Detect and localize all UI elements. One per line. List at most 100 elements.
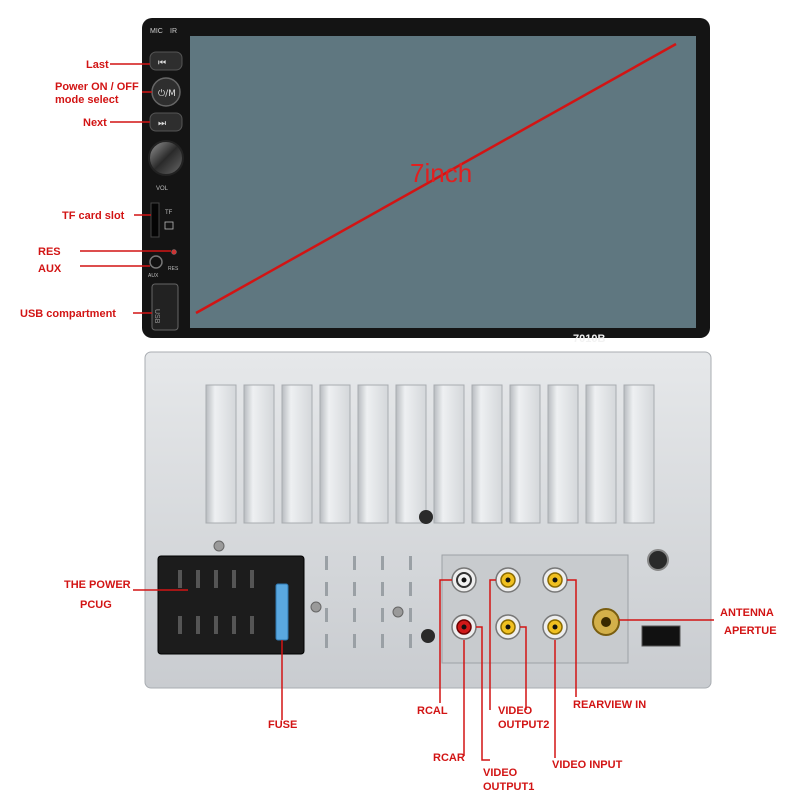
video-output2-jack[interactable]: [495, 567, 521, 593]
plug-pin: [250, 570, 254, 588]
heatsink-fin: [205, 384, 237, 524]
mount-hole: [421, 629, 435, 643]
fuse[interactable]: [275, 583, 289, 641]
rcal-callout: RCAL: [417, 705, 448, 717]
rearview-in-jack[interactable]: [542, 567, 568, 593]
tf-card-slot[interactable]: [150, 202, 160, 238]
aux-jack[interactable]: [149, 255, 163, 269]
screen-diagonal-line: [195, 42, 677, 315]
plug-pin: [178, 616, 182, 634]
volume-knob[interactable]: [148, 140, 184, 176]
power-plug-connector[interactable]: [157, 555, 305, 655]
usb-port-label: USB: [153, 309, 160, 324]
vent-pattern: [325, 556, 412, 648]
screw: [392, 606, 404, 618]
vent-slot: [409, 582, 412, 596]
ir-label: IR: [170, 28, 177, 35]
vent-slot: [353, 634, 356, 648]
plug-pin: [196, 616, 200, 634]
callout-labels: Last Power ON / OFF mode select Next TF …: [20, 59, 777, 793]
plug-pin: [232, 570, 236, 588]
screw: [310, 601, 322, 613]
vent-slot: [353, 608, 356, 622]
res-button[interactable]: [171, 249, 177, 255]
vent-slot: [409, 608, 412, 622]
heatsink-fin: [547, 384, 579, 524]
vent-slot: [353, 582, 356, 596]
power-plug-callout-line2: PCUG: [80, 599, 112, 611]
plug-pin: [214, 570, 218, 588]
power-icon: ⏻/M: [158, 88, 176, 99]
power-plug-callout-line1: THE POWER: [64, 579, 131, 591]
plug-pin: [196, 570, 200, 588]
tf-label: TF: [165, 210, 173, 216]
mount-hole: [647, 549, 669, 571]
heatsink-fin: [471, 384, 503, 524]
model-label: 7010B: [573, 333, 605, 345]
res-port-label: RES: [168, 266, 179, 272]
plug-pin: [214, 616, 218, 634]
aux-port-label: AUX: [148, 273, 159, 279]
usb-port[interactable]: [151, 283, 179, 331]
mic-label: MIC: [150, 28, 163, 35]
heatsink-fin: [433, 384, 465, 524]
video-output1-callout-line1: VIDEO: [483, 767, 518, 779]
rear-unit: [144, 351, 712, 689]
video-output1-callout-line2: OUTPUT1: [483, 781, 534, 793]
heatsink-fins: [205, 384, 655, 524]
antenna-callout-line1: ANTENNA: [720, 607, 774, 619]
rearview-in-callout: REARVIEW IN: [573, 699, 646, 711]
last-button[interactable]: [149, 51, 183, 71]
heatsink-fin: [585, 384, 617, 524]
vent-slot: [381, 582, 384, 596]
video-input-callout: VIDEO INPUT: [552, 759, 623, 771]
heatsink-fin: [357, 384, 389, 524]
antenna-jack-center: [601, 617, 611, 627]
plug-pin: [232, 616, 236, 634]
vent-slot: [381, 556, 384, 570]
screw: [213, 540, 225, 552]
next-callout: Next: [83, 117, 107, 129]
vent-slot: [381, 634, 384, 648]
video-input-jack[interactable]: [542, 614, 568, 640]
heatsink-fin: [281, 384, 313, 524]
last-callout: Last: [86, 59, 109, 71]
last-icon: ⏮: [158, 58, 166, 68]
antenna-callout-line2: APERTUE: [724, 625, 777, 637]
fuse-callout: FUSE: [268, 719, 297, 731]
mount-hole: [419, 510, 433, 524]
callout-lines: [80, 63, 714, 761]
video-output1-jack[interactable]: [495, 614, 521, 640]
heatsink-fin: [319, 384, 351, 524]
video-output2-callout-line2: OUTPUT2: [498, 719, 549, 731]
heatsink-fin: [509, 384, 541, 524]
rcar-callout: RCAR: [433, 752, 465, 764]
vent-slot: [409, 634, 412, 648]
tf-slot-callout: TF card slot: [62, 210, 125, 222]
res-callout: RES: [38, 246, 61, 258]
rcal-jack[interactable]: [451, 567, 477, 593]
aux-callout: AUX: [38, 263, 62, 275]
plug-pin: [178, 570, 182, 588]
vent-slot: [325, 634, 328, 648]
heatsink-fin: [623, 384, 655, 524]
vol-label: VOL: [156, 186, 169, 192]
vent-slot: [409, 556, 412, 570]
power-callout-line1: Power ON / OFF: [55, 81, 139, 93]
rcar-jack[interactable]: [451, 614, 477, 640]
heatsink-fin: [395, 384, 427, 524]
next-icon: ⏭: [158, 119, 166, 129]
vent-slot: [381, 608, 384, 622]
plug-pin: [250, 616, 254, 634]
video-output2-callout-line1: VIDEO: [498, 705, 533, 717]
vent-slot: [325, 608, 328, 622]
tf-card-icon: [164, 221, 174, 230]
power-callout-line2: mode select: [55, 94, 119, 106]
usb-callout: USB compartment: [20, 308, 116, 320]
vent-slot: [325, 556, 328, 570]
heatsink-fin: [243, 384, 275, 524]
power-plug-pins: [178, 570, 254, 634]
harness-port[interactable]: [641, 625, 681, 647]
display-screen[interactable]: [190, 36, 696, 328]
